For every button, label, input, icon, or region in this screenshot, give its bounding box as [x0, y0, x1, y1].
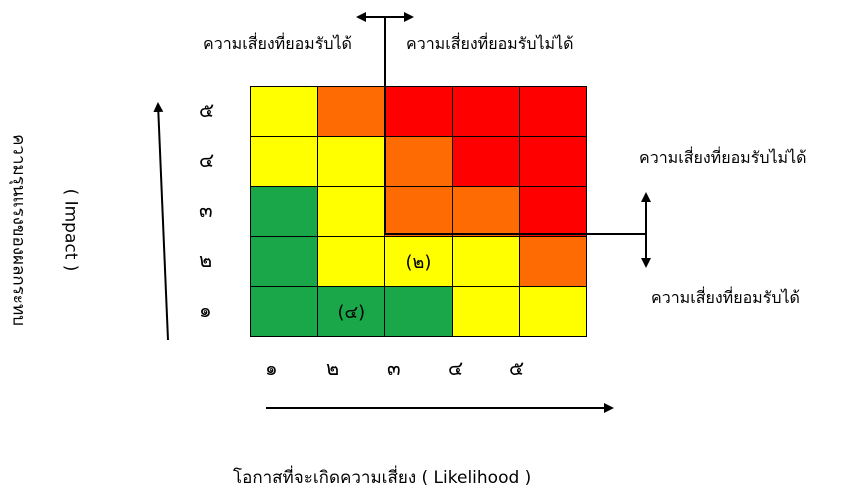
y-tick-label: ๓ [199, 198, 213, 222]
y-tick-label: ๔ [199, 148, 215, 172]
y-tick-label: ๒ [199, 248, 213, 272]
risk-matrix: (๒) (๔) [250, 86, 587, 337]
matrix-cell-r3-c5 [518, 186, 587, 237]
matrix-cell-r4-c3: (๒) [384, 236, 453, 287]
right-bottom-label: ความเสี่ยงที่ยอมรับได้ [651, 288, 800, 307]
top-right-label: ความเสี่ยงที่ยอมรับไม่ได้ [406, 34, 574, 53]
x-axis-title: โอกาสที่จะเกิดความเสี่ยง ( Likelihood ) [233, 468, 532, 488]
matrix-cell-r1-c3 [384, 86, 453, 137]
x-tick-label: ๕ [509, 356, 525, 380]
x-tick-label: ๔ [448, 356, 464, 380]
x-tick-label: ๒ [326, 356, 340, 380]
matrix-cell-r5-c3 [384, 286, 453, 337]
matrix-cell-r5-c5 [518, 286, 587, 337]
matrix-cell-r5-c1 [250, 286, 319, 337]
matrix-cell-r3-c2 [317, 186, 386, 237]
matrix-cell-r4-c2 [317, 236, 386, 287]
matrix-cell-r2-c5 [518, 136, 587, 187]
right-top-label: ความเสี่ยงที่ยอมรับไม่ได้ [639, 148, 807, 167]
top-left-label: ความเสี่ยงที่ยอมรับได้ [203, 34, 352, 53]
y-axis-arrow [153, 102, 169, 341]
x-tick-label: ๓ [387, 356, 401, 380]
y-tick-label: ๕ [199, 98, 215, 122]
y-tick-label: ๑ [199, 298, 212, 322]
matrix-annotation: (๔) [337, 302, 366, 323]
matrix-annotation: (๒) [405, 252, 432, 273]
matrix-cell-r1-c1 [250, 86, 319, 137]
x-tick-label: ๑ [265, 356, 278, 380]
matrix-cell-r5-c4 [451, 286, 520, 337]
